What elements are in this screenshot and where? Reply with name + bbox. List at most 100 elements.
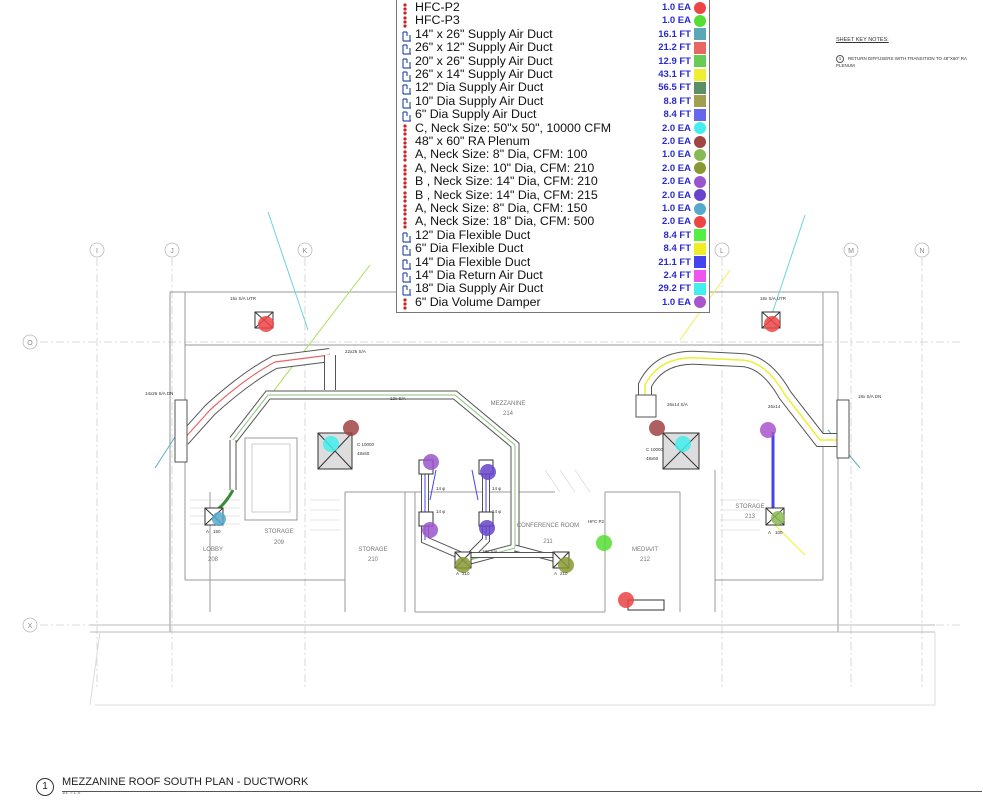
legend-color-swatch [694,14,706,27]
legend-label: 26" x 12" Supply Air Duct [415,40,553,55]
tag-flex-14b: 14 φ [436,509,445,514]
tag-a-left: A [206,529,209,534]
legend-color-swatch [694,296,706,309]
drawing-scale: 1/4" = 1'-0" [62,790,82,795]
legend-quantity: 8.4 FT [663,109,691,121]
legend-color-swatch [694,269,706,282]
dot-icon [401,163,413,176]
tag-duct-r1: 26x14 S/A [667,402,688,407]
legend-label: HFC-P2 [415,0,460,14]
legend-label: 10" Dia Supply Air Duct [415,93,544,108]
duct-icon [401,283,413,296]
legend-row[interactable]: 10" Dia Supply Air Duct 8.8 FT [397,93,709,109]
legend-quantity: 2.0 EA [661,189,691,201]
tag-a-right: A [768,530,771,535]
grid-label-l: L [720,248,724,255]
tag-hfc: HFC P2 [588,519,605,524]
legend-quantity: 1.0 EA [661,203,691,214]
duct-icon [401,230,413,243]
dot-icon [401,136,413,149]
tag-duct-r2: 18x S/A DN [858,394,881,399]
duct-icon [401,270,413,283]
tag-c-left: C 10000 [357,442,375,447]
duct-icon [401,56,413,69]
dot-icon [401,149,413,162]
duct-icon [401,109,413,122]
legend-quantity: 56.5 FT [658,82,691,94]
flex-ducts [421,470,565,560]
legend-label: 6" Dia Flexible Duct [415,241,524,256]
legend-color-swatch [694,175,706,188]
legend-row[interactable]: 6" Dia Flexible Duct 8.4 FT [397,241,709,256]
legend-color-swatch [694,215,706,228]
room-label-storage-c: STORAGE [735,504,764,510]
room-label-lobby: LOBBY [203,547,223,553]
drawing-title: MEZZANINE ROOF SOUTH PLAN - DUCTWORK [62,776,309,788]
legend-label: B , Neck Size: 14" Dia, CFM: 215 [415,187,598,202]
legend-quantity: 2.0 EA [661,216,691,228]
legend-label: 12" Dia Flexible Duct [415,227,531,242]
grid-label-m: M [848,248,854,255]
legend-quantity: 8.8 FT [663,95,691,107]
title-underline [62,791,982,792]
room-number-conference: 211 [543,539,553,545]
grid-label-i: I [96,248,98,255]
legend-color-swatch [694,108,706,121]
room-label-conference: CONFERENCE ROOM [517,523,579,529]
legend-quantity: 16.1 FT [658,28,691,40]
legend-color-swatch [694,148,706,161]
tag-c-size-right: 48x60 [646,456,659,461]
legend-label: B , Neck Size: 14" Dia, CFM: 210 [415,174,598,189]
room-number-storage-a: 209 [274,540,285,546]
legend-color-swatch [694,162,706,175]
building-walls [89,291,936,706]
legend-quantity: 1.0 EA [661,296,691,308]
legend-quantity: 21.1 FT [658,256,691,268]
tag-duct-12: 12x S/A [482,549,498,554]
room-number-media: 212 [640,557,651,563]
legend-color-swatch [694,68,706,81]
legend-color-swatch [694,189,706,202]
legend-color-swatch [694,202,706,215]
tag-duct-main: 12x S/A [390,396,406,401]
room-number-storage-b: 210 [368,557,379,563]
grid-label-o: O [27,340,33,347]
sheet-key-notes-title: SHEET KEY NOTES: [836,37,889,43]
legend-color-swatch [694,122,706,135]
legend-color-swatch [694,242,706,255]
tag-duct-r3: 26x14 [768,404,781,409]
legend-label: 48" x 60" RA Plenum [415,134,530,148]
legend-color-swatch [694,256,706,269]
legend-label: 26" x 14" Supply Air Duct [415,67,553,81]
legend-row[interactable]: B , Neck Size: 14" Dia, CFM: 215 2.0 EA [397,187,709,203]
dot-icon [401,203,413,216]
legend-label: C, Neck Size: 50"x 50", 10000 CFM [415,120,612,135]
grid-label-n: N [919,248,924,255]
legend-quantity: 8.4 FT [663,243,691,255]
duct-icon [401,69,413,82]
grid-label-k: K [303,248,308,255]
duct-icon [401,96,413,109]
